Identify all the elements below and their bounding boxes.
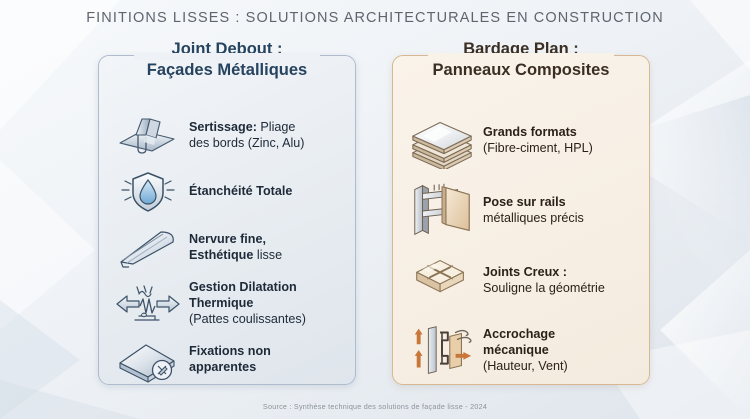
panel-joint-debout: Joint Debout : Façades Métalliques: [98, 40, 356, 388]
item-sub-label: Souligne la géométrie: [483, 281, 605, 295]
list-item[interactable]: Gestion Dilatation Thermique (Pattes cou…: [99, 276, 355, 332]
mechanical-bracket-wind-icon: [407, 320, 477, 382]
list-item-text: Fixations non apparentes: [189, 344, 271, 376]
list-item[interactable]: Fixations non apparentes: [99, 332, 355, 388]
list-item[interactable]: Étanchéité Totale: [99, 164, 355, 220]
item-bold-label: Nervure fine,: [189, 232, 266, 247]
list-item[interactable]: Accrochage mécanique (Hauteur, Vent): [393, 316, 649, 386]
item-sub-label: (Hauteur, Vent): [483, 358, 568, 373]
list-item[interactable]: Grands formats (Fibre-ciment, HPL): [393, 106, 649, 176]
item-bold-label-2: Thermique: [189, 296, 254, 311]
item-sub-label: des bords (Zinc, Alu): [189, 136, 305, 150]
item-sub-label: (Pattes coulissantes): [189, 311, 306, 326]
item-bold-label: Joints Creux :: [483, 265, 567, 280]
hollow-joint-tiles-icon: [407, 250, 477, 312]
stacked-panels-icon: [407, 110, 477, 172]
item-bold-label: Fixations non: [189, 344, 271, 359]
item-regular-label: Pliage: [256, 120, 296, 135]
list-item-text: Étanchéité Totale: [189, 184, 292, 200]
left-panel-title: Joint Debout : Façades Métalliques: [107, 39, 347, 81]
metal-seam-fold-icon: [113, 111, 183, 161]
list-item[interactable]: Nervure fine, Esthétique lisse: [99, 220, 355, 276]
item-sub-label: métalliques précis: [483, 211, 584, 225]
panel-bardage-plan: Bardage Plan : Panneaux Composites: [392, 40, 650, 386]
right-panel-title-line2: Panneaux Composites: [432, 61, 610, 80]
list-item-text: Accrochage mécanique (Hauteur, Vent): [483, 327, 568, 375]
item-bold-label-2: mécanique: [483, 343, 549, 358]
right-title-notch: [428, 53, 614, 60]
rail-mounted-panel-icon: [407, 180, 477, 242]
source-footer: Source : Synthèse technique des solution…: [262, 402, 488, 411]
item-bold-label: Sertissage:: [189, 120, 257, 135]
left-panel-title-line2: Façades Métalliques: [146, 61, 308, 80]
list-item-text: Nervure fine, Esthétique lisse: [189, 232, 282, 264]
list-item-text: Sertissage: Pliage des bords (Zinc, Alu): [189, 120, 305, 152]
list-item[interactable]: Sertissage: Pliage des bords (Zinc, Alu): [99, 108, 355, 164]
item-bold-label: Pose sur rails: [483, 195, 566, 210]
list-item-text: Gestion Dilatation Thermique (Pattes cou…: [189, 280, 306, 328]
right-panel-title: Bardage Plan : Panneaux Composites: [401, 39, 641, 81]
page-title: FINITIONS LISSES : SOLUTIONS ARCHITECTUR…: [86, 10, 664, 26]
list-item-text: Pose sur rails métalliques précis: [483, 195, 584, 227]
item-sub-regular: lisse: [253, 248, 283, 262]
item-sub-label: (Fibre-ciment, HPL): [483, 141, 593, 155]
item-bold-label-2: apparentes: [189, 360, 257, 374]
list-item[interactable]: Pose sur rails métalliques précis: [393, 176, 649, 246]
item-bold-label: Étanchéité Totale: [189, 184, 293, 199]
right-panel-items: Grands formats (Fibre-ciment, HPL): [393, 106, 649, 386]
item-sub-bold: Esthétique: [189, 248, 254, 262]
list-item[interactable]: Joints Creux : Souligne la géométrie: [393, 246, 649, 316]
thermal-expansion-arrows-icon: [113, 279, 183, 329]
list-item-text: Grands formats (Fibre-ciment, HPL): [483, 125, 593, 157]
item-bold-label: Gestion Dilatation: [189, 280, 297, 295]
item-bold-label: Grands formats: [483, 125, 577, 140]
item-bold-label: Accrochage: [483, 327, 556, 342]
shield-water-drop-icon: [113, 167, 183, 217]
list-item-text: Joints Creux : Souligne la géométrie: [483, 265, 605, 297]
left-title-notch: [134, 53, 320, 60]
thin-rib-profile-icon: [113, 223, 183, 273]
item-sub-label: Esthétique lisse: [189, 248, 282, 264]
hidden-fixing-no-screw-icon: [113, 335, 183, 385]
left-panel-items: Sertissage: Pliage des bords (Zinc, Alu): [99, 108, 355, 388]
